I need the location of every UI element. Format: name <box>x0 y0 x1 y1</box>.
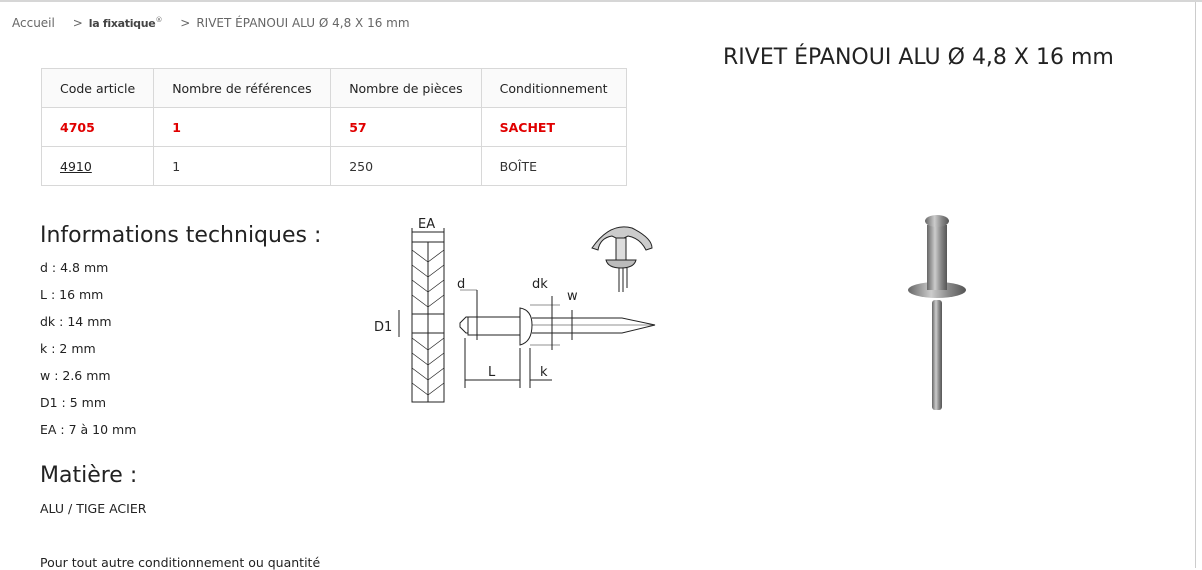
cell-pieces: 250 <box>330 146 482 186</box>
tech-info-heading: Informations techniques : <box>40 223 322 248</box>
label-ea: EA <box>418 217 435 232</box>
breadcrumb-brand[interactable]: >la fixatique® <box>72 16 163 30</box>
spec-k: k : 2 mm <box>40 341 96 356</box>
expanded-rivet-icon <box>591 226 653 292</box>
cell-refs: 1 <box>153 107 332 147</box>
cell-pack: BOÎTE <box>480 146 627 186</box>
label-l: L <box>488 365 496 380</box>
label-dk: dk <box>532 277 548 292</box>
footer-text: Pour tout autre conditionnement ou quant… <box>40 555 321 570</box>
table-row[interactable]: 4910 1 250 BOÎTE <box>40 146 627 186</box>
cell-code-link[interactable]: 4910 <box>60 158 92 174</box>
cell-code: 4705 <box>40 107 155 147</box>
header-refs: Nombre de références <box>153 68 332 108</box>
header-pieces: Nombre de pièces <box>330 68 482 108</box>
spec-ea: EA : 7 à 10 mm <box>40 422 137 437</box>
cell-refs: 1 <box>153 146 332 186</box>
table-row[interactable]: 4705 1 57 SACHET <box>40 107 627 147</box>
rivet-technical-diagram: EA D1 d dk w L k <box>374 217 656 403</box>
cell-pieces: 57 <box>330 107 482 147</box>
label-d: d <box>457 277 465 292</box>
header-code: Code article <box>40 68 155 108</box>
spec-dk: dk : 14 mm <box>40 314 112 329</box>
breadcrumb: Accueil >la fixatique® >RIVET ÉPANOUI AL… <box>12 16 424 30</box>
scrollbar-track[interactable] <box>1195 2 1196 568</box>
label-k: k <box>540 365 548 380</box>
table-header-row: Code article Nombre de références Nombre… <box>40 68 627 108</box>
plate-drawing <box>398 228 445 403</box>
cell-pack: SACHET <box>480 107 627 147</box>
breadcrumb-home[interactable]: Accueil <box>12 16 55 30</box>
product-title: RIVET ÉPANOUI ALU Ø 4,8 X 16 mm <box>723 45 1114 70</box>
label-w: w <box>567 289 578 304</box>
top-border <box>0 0 1202 2</box>
material-value: ALU / TIGE ACIER <box>40 501 147 516</box>
spec-d: d : 4.8 mm <box>40 260 109 275</box>
spec-w: w : 2.6 mm <box>40 368 111 383</box>
label-d1: D1 <box>374 320 392 335</box>
rivet-product-photo <box>908 215 966 410</box>
spec-l: L : 16 mm <box>40 287 104 302</box>
breadcrumb-current: >RIVET ÉPANOUI ALU Ø 4,8 X 16 mm <box>180 16 410 30</box>
header-pack: Conditionnement <box>480 68 627 108</box>
spec-d1: D1 : 5 mm <box>40 395 107 410</box>
material-heading: Matière : <box>40 463 138 488</box>
rivet-drawing <box>459 289 656 388</box>
product-variants-table: Code article Nombre de références Nombre… <box>40 68 627 186</box>
